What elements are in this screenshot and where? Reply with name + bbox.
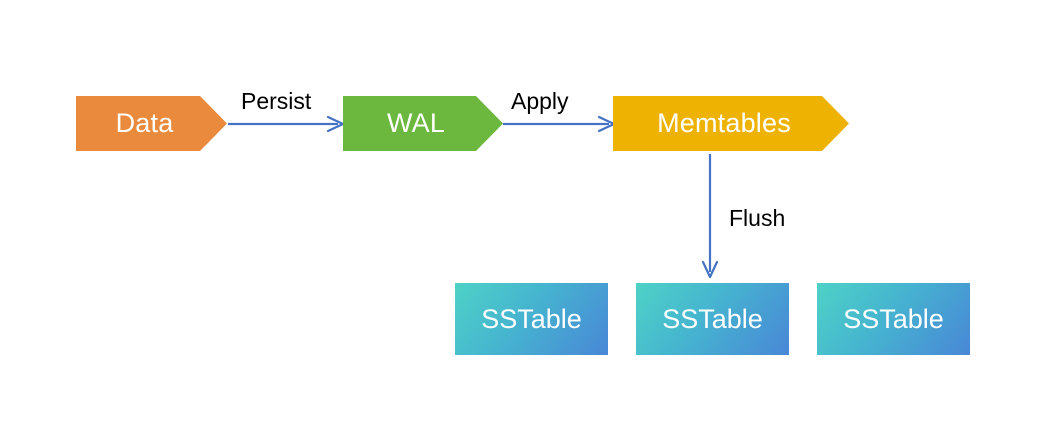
edge-flush-label: Flush: [729, 205, 786, 231]
node-memtables[interactable]: Memtables: [613, 96, 849, 151]
edge-persist-label: Persist: [241, 88, 312, 114]
edge-apply-label: Apply: [511, 88, 569, 114]
node-sstable-1[interactable]: SSTable: [455, 283, 608, 355]
pentagon-shape: [343, 96, 503, 151]
node-sstable-2[interactable]: SSTable: [636, 283, 789, 355]
node-sstable-3[interactable]: SSTable: [817, 283, 970, 355]
node-wal-label: WAL: [386, 108, 446, 138]
arrow-down-icon: [701, 154, 719, 279]
node-sstable-3-label: SSTable: [843, 303, 944, 334]
node-sstable-2-label: SSTable: [662, 303, 763, 334]
pentagon-shape: [76, 96, 227, 151]
edge-flush-arrow: [690, 148, 732, 284]
node-data[interactable]: Data: [76, 96, 227, 151]
pentagon-shape: [613, 96, 849, 151]
node-wal[interactable]: WAL: [343, 96, 503, 151]
node-memtables-label: Memtables: [657, 108, 791, 138]
node-data-label: Data: [115, 108, 174, 138]
node-sstable-1-label: SSTable: [481, 303, 582, 334]
